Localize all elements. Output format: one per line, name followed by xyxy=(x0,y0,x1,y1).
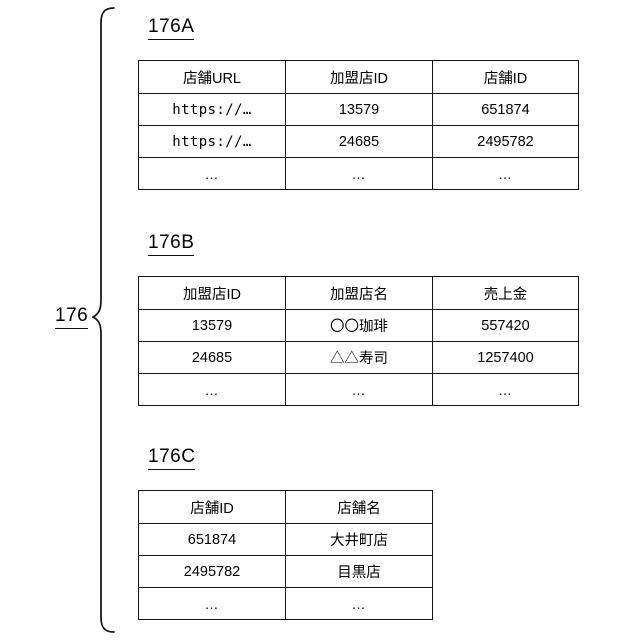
table-cell: 〇〇珈琲 xyxy=(285,309,433,342)
table-cell: … xyxy=(285,157,433,190)
table-cell: 目黒店 xyxy=(285,555,433,588)
section-label-176a: 176A xyxy=(148,16,195,40)
table-cell: 大井町店 xyxy=(285,523,433,556)
table-176c: 店舗ID 店舗名 651874 大井町店 2495782 目黒店 … … xyxy=(138,490,433,620)
table-cell: … xyxy=(285,373,433,406)
group-reference-number: 176 xyxy=(55,305,89,329)
table-row: … … … xyxy=(138,373,579,406)
column-header: 店舗URL xyxy=(138,60,286,94)
table-cell: … xyxy=(138,373,286,406)
table-row: 24685 △△寿司 1257400 xyxy=(138,341,579,374)
table-cell: 651874 xyxy=(432,93,579,126)
table-cell: 13579 xyxy=(138,309,286,342)
table-header-row: 店舗ID 店舗名 xyxy=(138,490,433,524)
column-header: 店舗ID xyxy=(138,490,286,524)
table-cell: https://… xyxy=(138,125,286,158)
table-row: https://… 24685 2495782 xyxy=(138,125,579,158)
table-cell: … xyxy=(138,157,286,190)
table-cell: … xyxy=(432,157,579,190)
section-label-176c: 176C xyxy=(148,446,196,470)
column-header: 売上金 xyxy=(432,276,579,310)
table-row: 13579 〇〇珈琲 557420 xyxy=(138,309,579,342)
table-cell: https://… xyxy=(138,93,286,126)
table-176b: 加盟店ID 加盟店名 売上金 13579 〇〇珈琲 557420 24685 △… xyxy=(138,276,579,406)
table-cell: 24685 xyxy=(138,341,286,374)
table-row: … … … xyxy=(138,157,579,190)
table-row: 651874 大井町店 xyxy=(138,523,433,556)
table-cell: 651874 xyxy=(138,523,286,556)
column-header: 店舗名 xyxy=(285,490,433,524)
table-cell: … xyxy=(432,373,579,406)
table-row: … … xyxy=(138,587,433,620)
table-row: https://… 13579 651874 xyxy=(138,93,579,126)
column-header: 加盟店名 xyxy=(285,276,433,310)
table-cell: 1257400 xyxy=(432,341,579,374)
column-header: 加盟店ID xyxy=(285,60,433,94)
section-label-176b: 176B xyxy=(148,232,195,256)
table-header-row: 店舗URL 加盟店ID 店舗ID xyxy=(138,60,579,94)
table-cell: △△寿司 xyxy=(285,341,433,374)
table-cell: 2495782 xyxy=(432,125,579,158)
left-curly-brace-icon xyxy=(92,6,128,634)
table-cell: … xyxy=(285,587,433,620)
table-cell: … xyxy=(138,587,286,620)
column-header: 加盟店ID xyxy=(138,276,286,310)
table-cell: 557420 xyxy=(432,309,579,342)
table-cell: 13579 xyxy=(285,93,433,126)
table-row: 2495782 目黒店 xyxy=(138,555,433,588)
table-cell: 24685 xyxy=(285,125,433,158)
table-header-row: 加盟店ID 加盟店名 売上金 xyxy=(138,276,579,310)
table-176a: 店舗URL 加盟店ID 店舗ID https://… 13579 651874 … xyxy=(138,60,579,190)
table-cell: 2495782 xyxy=(138,555,286,588)
column-header: 店舗ID xyxy=(432,60,579,94)
